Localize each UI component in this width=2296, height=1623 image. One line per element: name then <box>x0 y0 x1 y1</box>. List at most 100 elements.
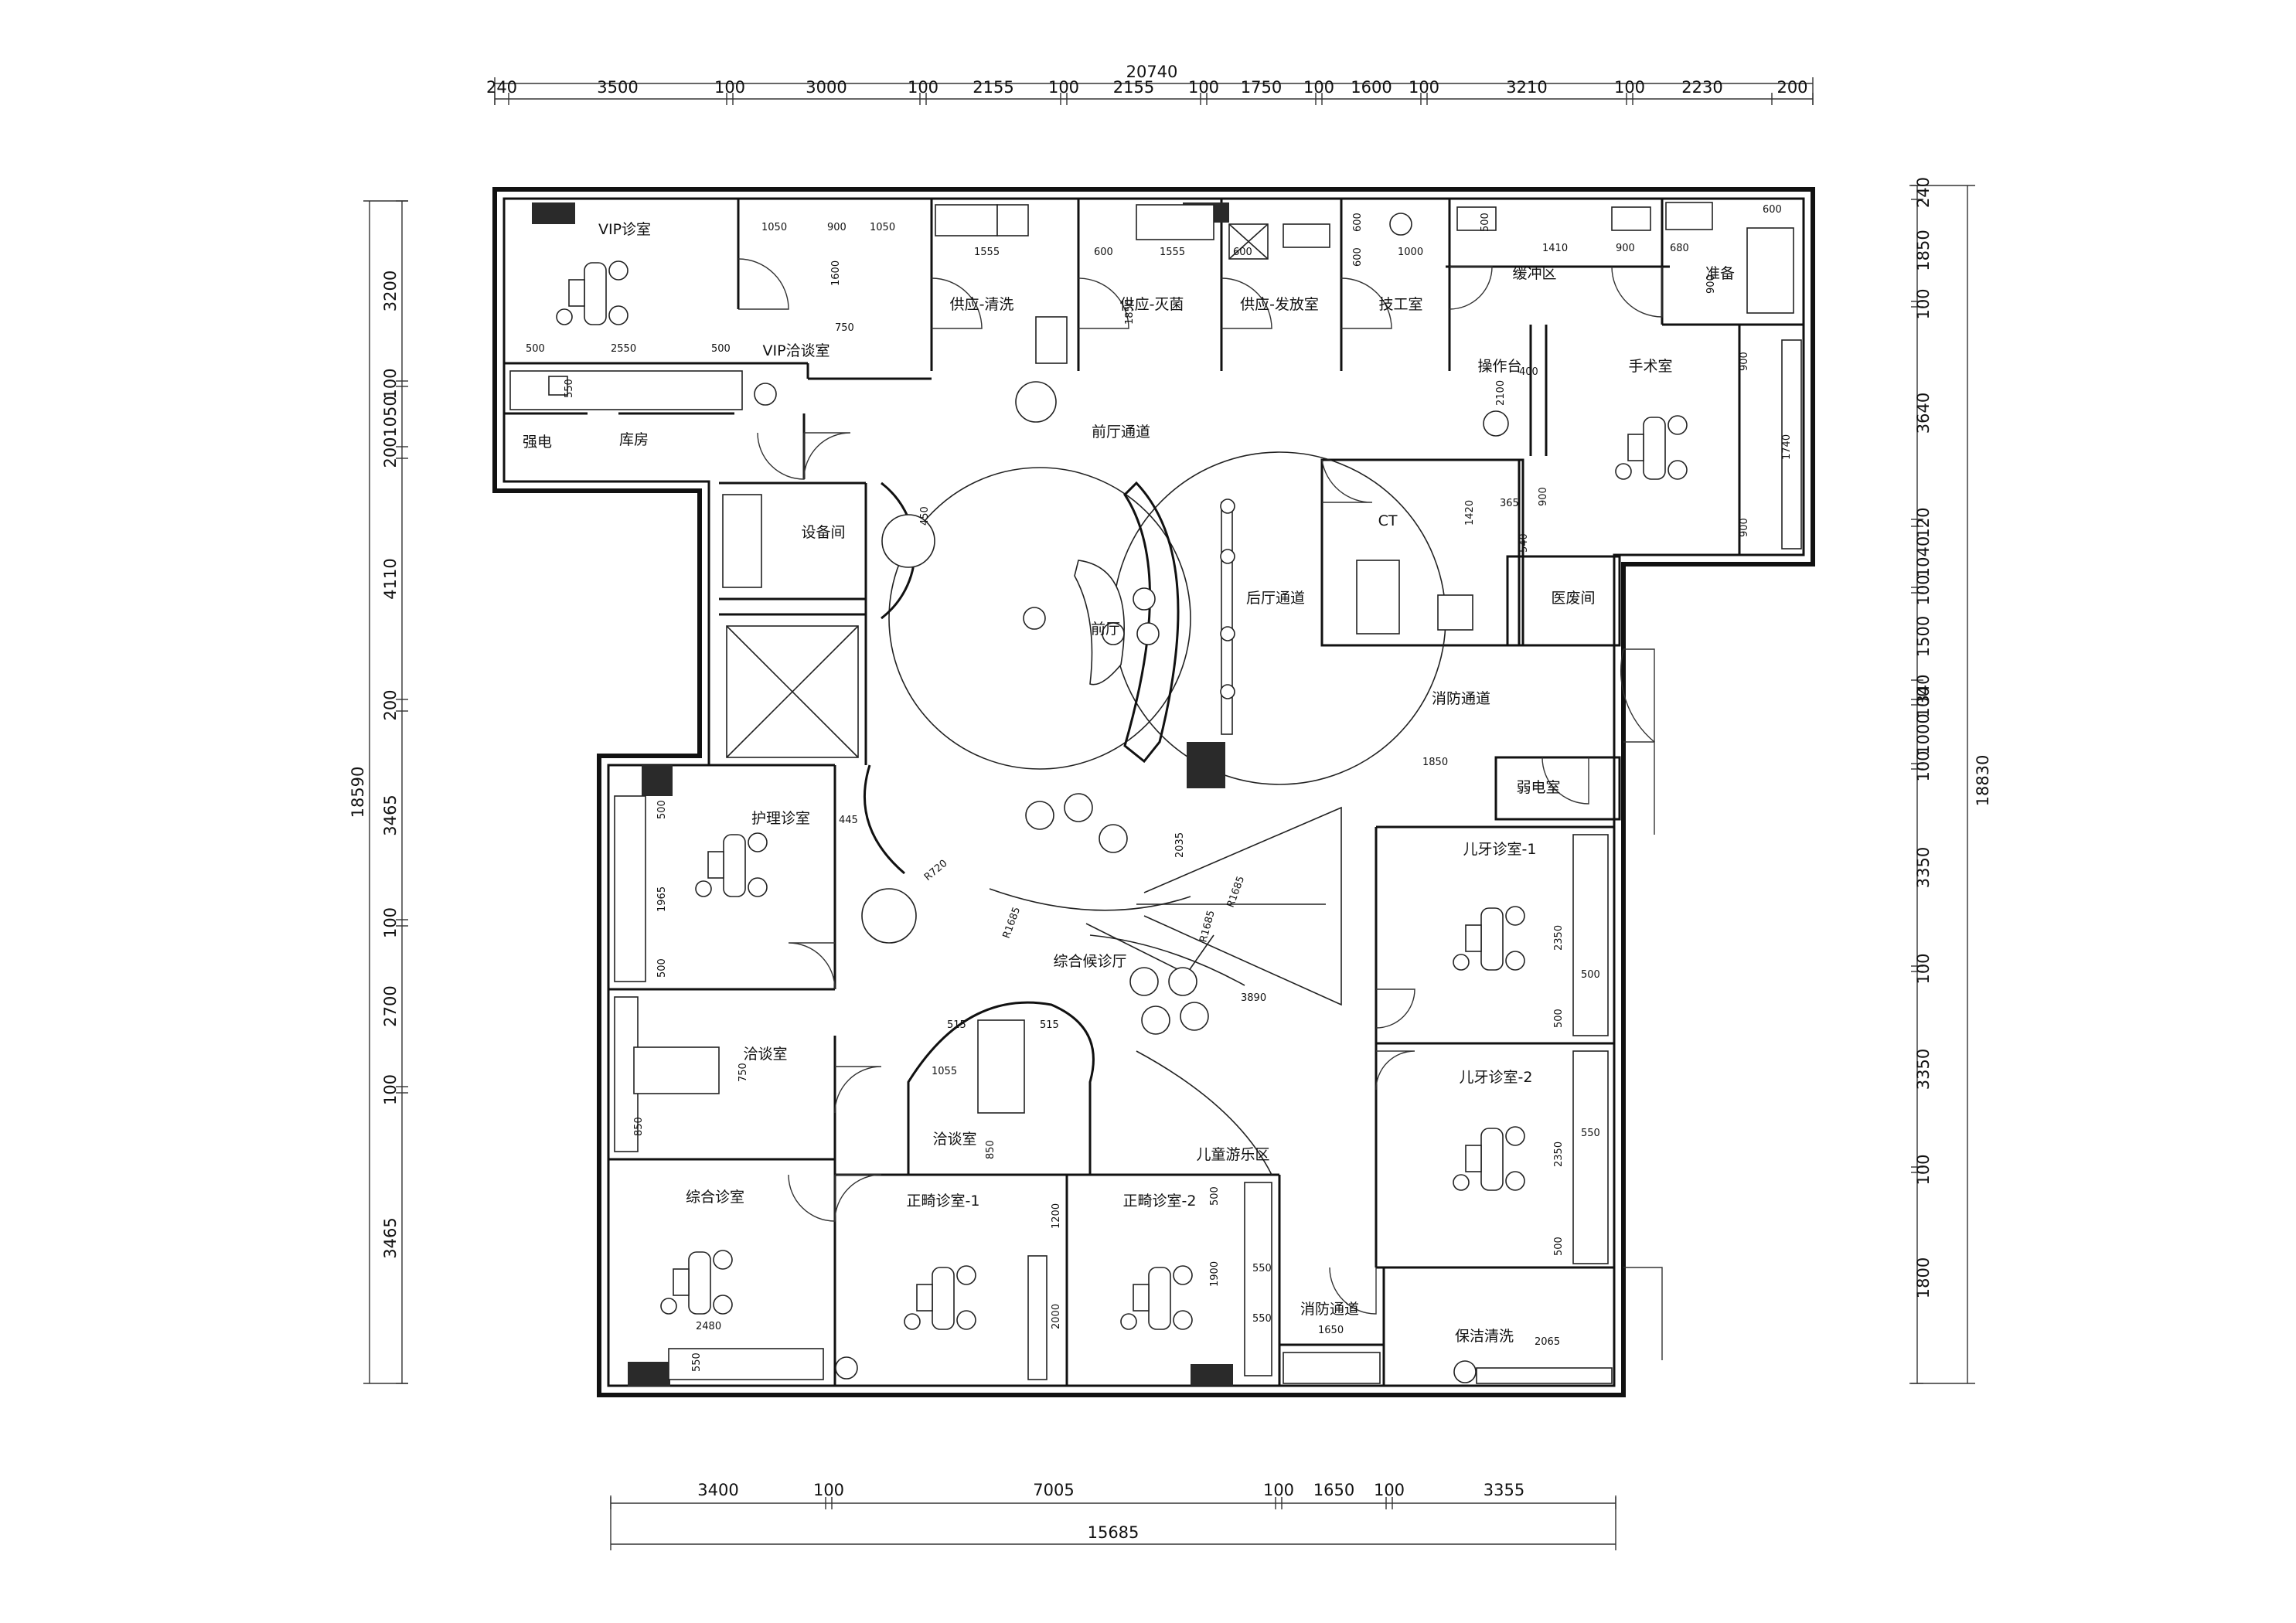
dim-label: 100 <box>1303 78 1334 97</box>
dim-label: 1500 <box>1914 616 1933 657</box>
note: 600 <box>1352 213 1364 232</box>
dim-label: 100 <box>381 907 400 938</box>
note: 1420 <box>1464 500 1476 526</box>
note: 900 <box>1739 352 1750 371</box>
dim-label: 100 <box>1914 686 1933 717</box>
label-fire-exit: 消防通道 <box>1300 1301 1359 1318</box>
note: 365 <box>1500 498 1519 509</box>
dim-label: 2155 <box>973 78 1013 97</box>
note: 600 <box>1094 247 1113 258</box>
note: 900 <box>1739 518 1750 537</box>
label-supply-dispatch: 供应-发放室 <box>1240 296 1319 313</box>
note: 1410 <box>1542 243 1568 254</box>
label-medical-waste: 医废间 <box>1551 590 1595 607</box>
note: 550 <box>1252 1263 1272 1274</box>
label-ortho-1: 正畸诊室-1 <box>907 1193 980 1210</box>
note: 1050 <box>761 222 787 233</box>
dim-label: 1850 <box>1914 230 1933 270</box>
doors <box>738 258 1663 1360</box>
dim-label: 1040 <box>1914 536 1933 577</box>
label-operating-table: 操作台 <box>1477 358 1521 375</box>
note: 550 <box>1252 1313 1272 1325</box>
note: 500 <box>1209 1186 1221 1206</box>
dim-label: 7005 <box>1033 1481 1074 1499</box>
dim-label: 240 <box>486 78 517 97</box>
dim-label: 3640 <box>1914 393 1933 434</box>
note: 600 <box>1763 204 1782 216</box>
note: 515 <box>1040 1019 1059 1031</box>
dental-chair-icon <box>660 1250 733 1315</box>
dim-label: 2700 <box>381 985 400 1026</box>
note: 1850 <box>1124 299 1136 325</box>
label-back-corridor: 后厅通道 <box>1246 590 1305 607</box>
note: 1200 <box>1051 1203 1062 1229</box>
room-labels: VIP诊室 VIP洽谈室 供应-清洗 供应-灭菌 供应-发放室 技工室 缓冲区 … <box>523 221 1735 1345</box>
dim-label: 100 <box>1048 78 1079 97</box>
dim-label: 100 <box>1914 750 1933 781</box>
dim-label: 200 <box>381 689 400 720</box>
dim-label: 100 <box>1914 1154 1933 1185</box>
dim-label: 3210 <box>1506 78 1547 97</box>
dim-label: 100 <box>1188 78 1219 97</box>
dim-label: 4110 <box>381 558 400 599</box>
label-front-hall: 前厅 <box>1091 621 1120 638</box>
dim-label: 340 <box>1914 674 1933 705</box>
note: 550 <box>691 1352 703 1372</box>
dimension-right: 18830 2401850100364012010401001500340100… <box>1909 177 1992 1384</box>
label-vip-consult: VIP洽谈室 <box>762 342 829 359</box>
dental-chair-icon <box>1615 415 1688 480</box>
label-consult-center: 洽谈室 <box>932 1131 976 1148</box>
dim-label: 240 <box>1914 177 1933 208</box>
note: 500 <box>656 800 668 819</box>
note: 540 <box>1518 533 1530 553</box>
note: 2350 <box>1553 925 1565 951</box>
dim-label: 3465 <box>381 1217 400 1258</box>
dim-label: 3355 <box>1484 1481 1524 1499</box>
note: 500 <box>1553 1237 1565 1256</box>
dental-chair-icon <box>1120 1265 1193 1330</box>
note: 500 <box>656 958 668 978</box>
note: R1685 <box>1197 909 1217 944</box>
note: 600 <box>1352 247 1364 267</box>
label-surgery: 手术室 <box>1628 358 1672 375</box>
label-kids-play: 儿童游乐区 <box>1196 1146 1269 1163</box>
dim-label: 100 <box>908 78 938 97</box>
dim-label: 1050 <box>381 396 400 437</box>
label-buffer-zone: 缓冲区 <box>1512 265 1556 282</box>
label-cleaning: 保洁清洗 <box>1455 1328 1514 1345</box>
dimension-left: 18590 3200100105020041102003465100270010… <box>349 200 408 1384</box>
note: 550 <box>564 379 575 398</box>
dim-label: 100 <box>1914 574 1933 605</box>
label-power-strong: 强电 <box>523 434 552 451</box>
dim-label: 2155 <box>1113 78 1154 97</box>
dim-label: 3350 <box>1914 847 1933 888</box>
dim-label: 3465 <box>381 794 400 835</box>
label-vip-clinic: VIP诊室 <box>598 221 651 238</box>
note: 500 <box>526 343 545 355</box>
note: 500 <box>711 343 731 355</box>
label-supply-wash: 供应-清洗 <box>950 296 1014 313</box>
label-power-weak: 弱电室 <box>1516 779 1560 796</box>
note: 900 <box>1616 243 1635 254</box>
dental-chair-icon <box>1453 1126 1525 1191</box>
dim-label: 3350 <box>1914 1049 1933 1090</box>
dim-bottom-total: 15685 <box>1088 1523 1139 1542</box>
note: 850 <box>985 1140 996 1159</box>
dim-label: 100 <box>1914 288 1933 319</box>
dim-label: 100 <box>813 1481 844 1499</box>
note: 2350 <box>1553 1142 1565 1167</box>
dim-label: 1800 <box>1914 1257 1933 1298</box>
note: 600 <box>1233 247 1252 258</box>
dim-label: 100 <box>1263 1481 1294 1499</box>
dim-label: 100 <box>381 1074 400 1105</box>
dental-chair-icon <box>556 260 629 325</box>
note: 1555 <box>1160 247 1185 258</box>
dim-label: 100 <box>381 368 400 399</box>
label-prep: 准备 <box>1705 265 1735 282</box>
label-fire-corridor: 消防通道 <box>1432 690 1490 707</box>
note: 450 <box>919 506 931 526</box>
note: 500 <box>1581 969 1600 981</box>
label-kids-clinic-2: 儿牙诊室-2 <box>1460 1069 1533 1086</box>
label-equipment-room: 设备间 <box>801 524 845 541</box>
